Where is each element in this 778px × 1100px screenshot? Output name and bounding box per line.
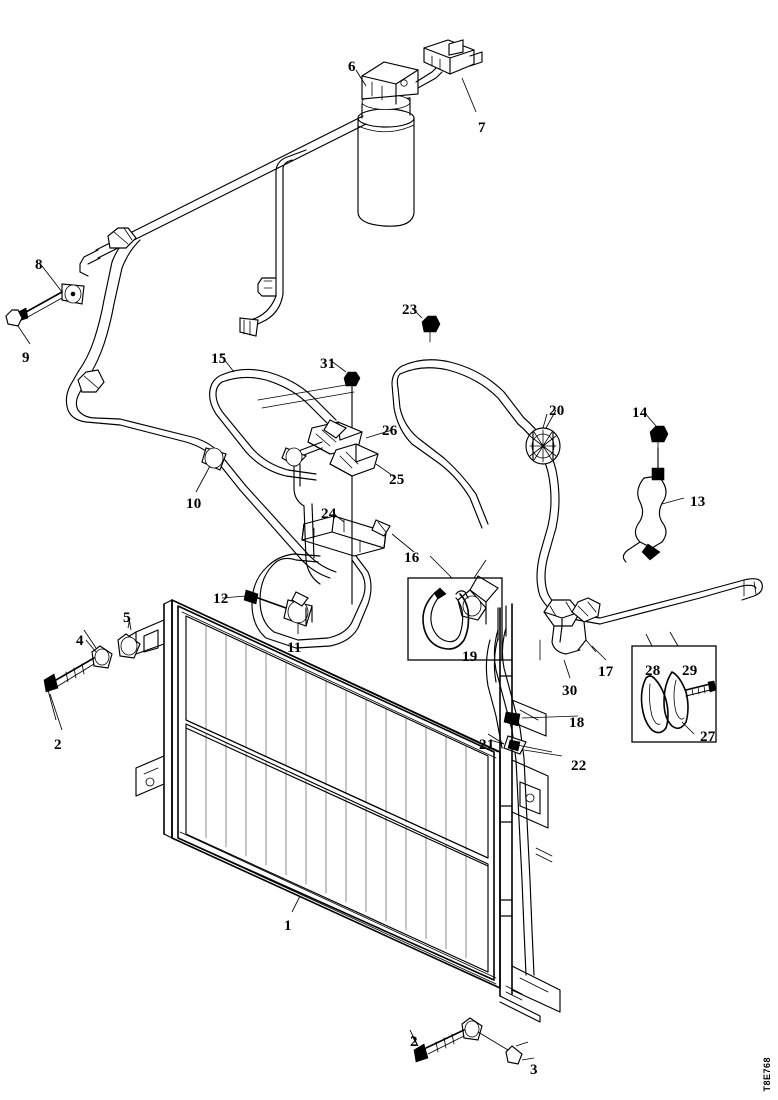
right-hose-bundle: [457, 417, 763, 625]
callout-7: 7: [478, 120, 486, 136]
right-bracket-13: [622, 425, 685, 563]
callout-20: 20: [549, 403, 565, 419]
condenser-nameplate-marks: [505, 847, 553, 1001]
callout-6: 6: [348, 59, 356, 75]
bottom-mount-hardware: [411, 995, 541, 1065]
callout-12: 12: [213, 591, 229, 607]
callout-14: 14: [632, 405, 648, 421]
callout-4: 4: [76, 633, 84, 649]
callout-3: 3: [530, 1062, 538, 1078]
callout-31: 31: [320, 356, 336, 372]
callout-26: 26: [382, 423, 398, 439]
callout-25: 25: [389, 472, 405, 488]
callout-30: 30: [562, 683, 578, 699]
discharge-hose-15: [209, 368, 355, 481]
callout-2b: 2: [410, 1034, 418, 1050]
callout-9: 9: [22, 350, 30, 366]
callout-2a: 2: [54, 737, 62, 753]
callout-leader-lines: [17, 69, 657, 1061]
drawing-code: T8E768: [762, 1057, 772, 1092]
callout-8: 8: [35, 257, 43, 273]
condenser-side-tank: [497, 603, 561, 1013]
left-bracket-hose-assembly: [5, 227, 141, 426]
filter-screen-20: [525, 413, 561, 465]
condenser-core-1: [135, 599, 501, 989]
callout-23: 23: [402, 302, 418, 318]
hose-11-assembly: [243, 553, 372, 649]
callout-21: 21: [479, 737, 495, 753]
hose-right-loop: [391, 359, 525, 529]
receiver-drier-assembly: [357, 39, 483, 227]
bracket-17-30: [539, 597, 601, 661]
callout-5: 5: [123, 610, 131, 626]
callout-11: 11: [287, 640, 302, 656]
callout-24: 24: [321, 506, 337, 522]
inset-box-27: [631, 631, 717, 743]
callout-15: 15: [211, 351, 227, 367]
callout-22: 22: [571, 758, 587, 774]
callout-29: 29: [682, 663, 698, 679]
left-mount-hardware: [43, 617, 141, 721]
callout-18: 18: [569, 715, 585, 731]
callout-19: 19: [462, 649, 478, 665]
callout-16: 16: [404, 550, 420, 566]
callout-28: 28: [645, 663, 661, 679]
callout-10: 10: [186, 496, 202, 512]
manifold-cluster: [281, 371, 391, 605]
bolt-23: [411, 307, 441, 343]
inset-box-19: [407, 555, 503, 661]
upper-discharge-pipe: [79, 115, 367, 337]
callout-1: 1: [284, 918, 292, 934]
suction-hose-10: [119, 418, 337, 579]
callout-27: 27: [700, 729, 716, 745]
liquid-line-18: [485, 627, 553, 976]
callout-17: 17: [598, 664, 614, 680]
callout-13: 13: [690, 494, 706, 510]
